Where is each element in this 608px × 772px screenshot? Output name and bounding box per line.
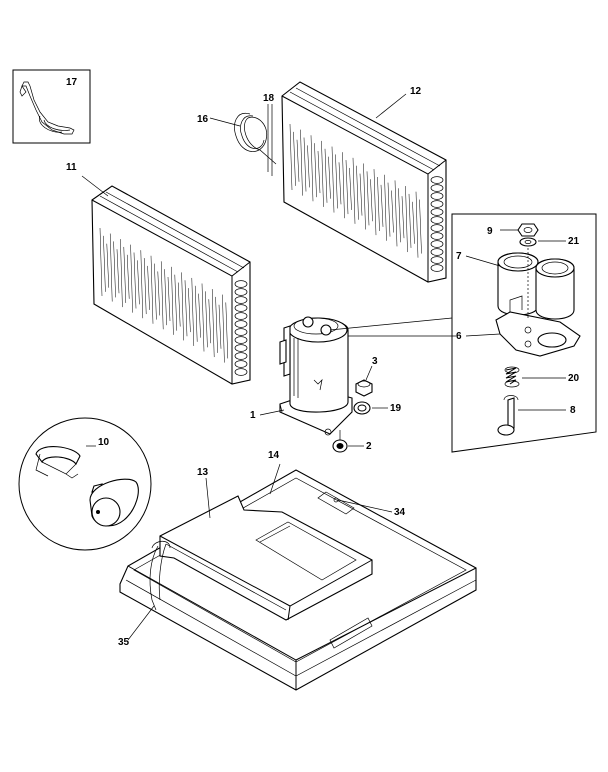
drain-tube-35 <box>149 540 171 611</box>
label-19: 19 <box>390 403 402 414</box>
label-3: 3 <box>372 356 378 367</box>
inset-panel-6-7-8 <box>451 213 597 453</box>
label-8: 8 <box>570 405 576 416</box>
label-35: 35 <box>118 637 130 648</box>
label-13: 13 <box>197 467 209 478</box>
grommet-2 <box>332 430 348 453</box>
label-21: 21 <box>568 236 580 247</box>
label-11: 11 <box>66 162 77 173</box>
inset-box-17 <box>12 69 91 144</box>
grommet-3 <box>355 379 373 397</box>
coil-11 <box>91 185 251 385</box>
label-20: 20 <box>568 373 580 384</box>
coil-12 <box>281 81 447 283</box>
label-12: 12 <box>410 86 422 97</box>
label-14: 14 <box>268 450 280 461</box>
label-16: 16 <box>197 114 209 125</box>
label-17: 17 <box>66 77 78 88</box>
inset-circle-10 <box>18 417 152 551</box>
compressor-1 <box>279 316 353 436</box>
label-6: 6 <box>456 331 462 342</box>
label-18: 18 <box>263 93 275 104</box>
label-1: 1 <box>250 410 256 421</box>
label-9: 9 <box>487 226 493 237</box>
label-7: 7 <box>456 251 462 262</box>
label-2: 2 <box>366 441 372 452</box>
washer-19 <box>353 401 371 415</box>
drain-pan-13 <box>159 495 373 621</box>
capillary-tube-16 <box>234 112 277 165</box>
label-34: 34 <box>394 507 406 518</box>
label-10: 10 <box>98 437 110 448</box>
